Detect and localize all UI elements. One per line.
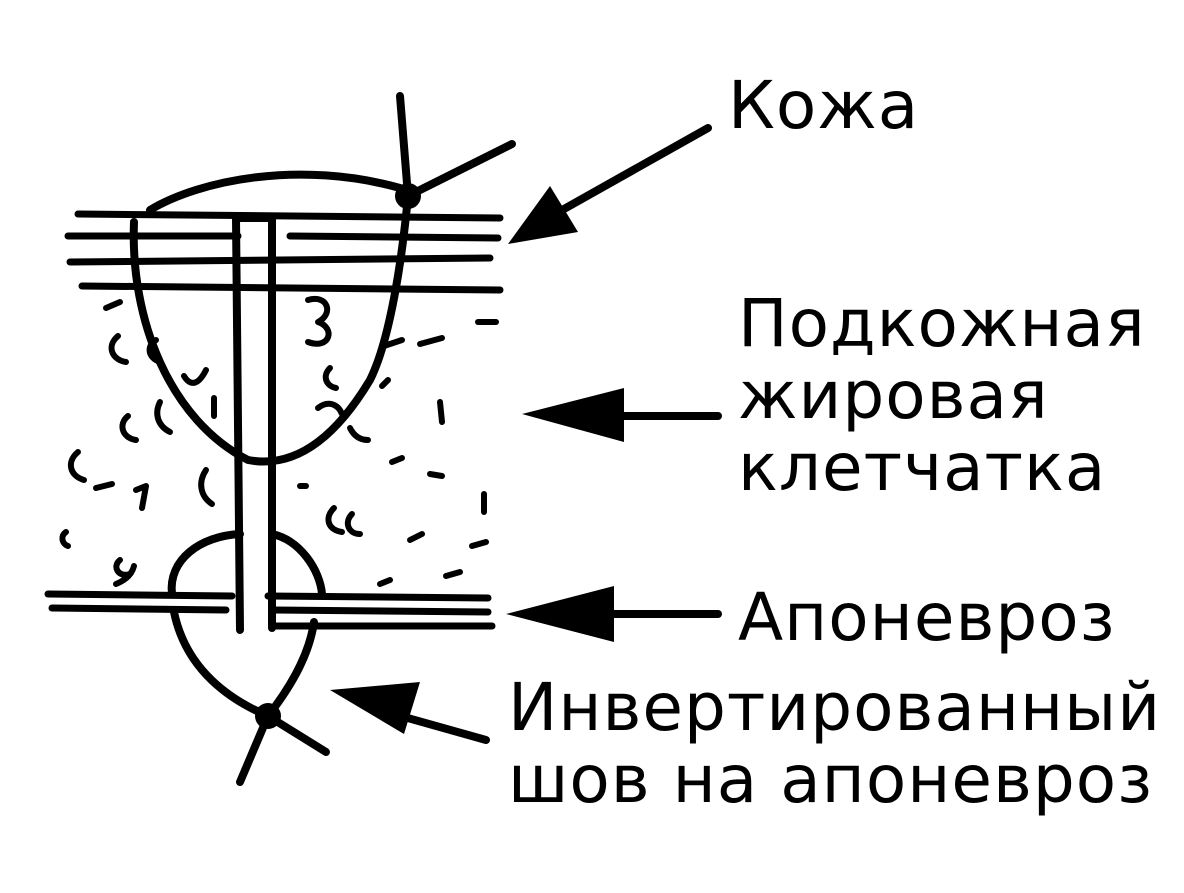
arrow-icon <box>508 186 578 244</box>
arrow-heads <box>255 183 624 734</box>
skin-label: Кожа <box>728 67 920 144</box>
fat-tissue-texture <box>59 295 499 587</box>
subcutaneous-fat-label-line: Подкожная <box>738 285 1146 362</box>
inverted-suture-label-line: Инвертированный <box>508 669 1162 746</box>
wound-channel <box>232 214 276 634</box>
subcutaneous-fat-label-line: клетчатка <box>738 429 1107 506</box>
skin-layer <box>64 210 504 294</box>
inverted-suture-loop <box>167 530 330 786</box>
knot-icon <box>255 703 281 729</box>
subcutaneous-fat-label: Подкожная жировая клетчатка <box>738 288 1146 504</box>
aponeurosis-layer <box>44 590 496 630</box>
aponeurosis-label: Апоневроз <box>738 579 1116 656</box>
arrow-icon <box>506 586 614 642</box>
arrow-icon <box>522 388 624 442</box>
subcutaneous-fat-label-line: жировая <box>738 357 1049 434</box>
arrow-icon <box>330 682 420 734</box>
inverted-suture-label-line: шов на апоневроз <box>508 741 1154 818</box>
inverted-suture-label: Инвертированный шов на апоневроз <box>508 672 1161 816</box>
knot-icon <box>395 183 421 209</box>
